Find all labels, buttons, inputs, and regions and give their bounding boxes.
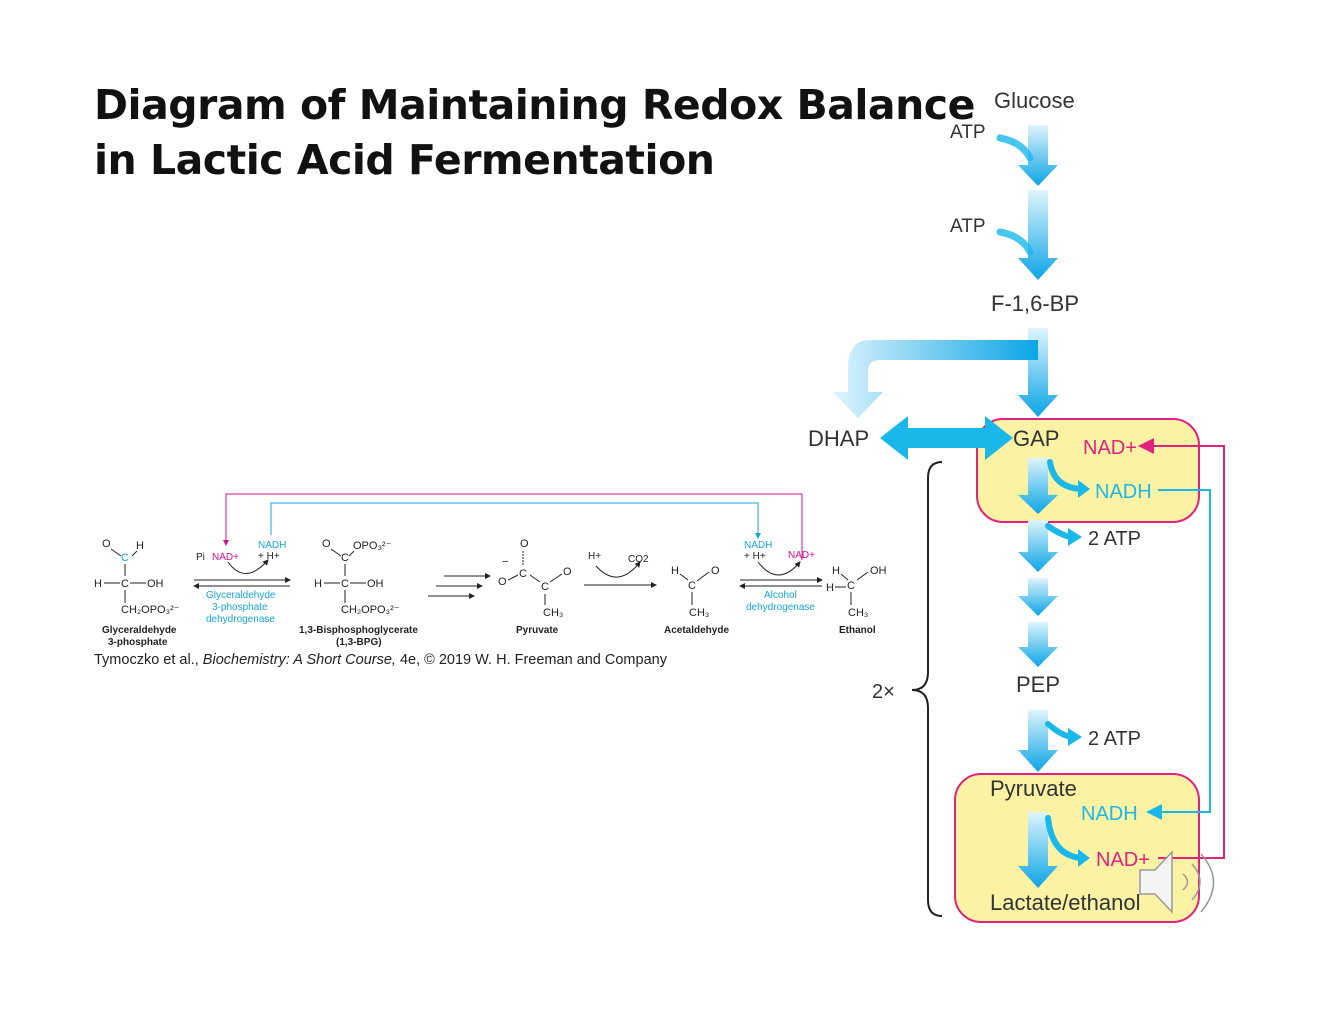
pathway-flow: Glucose ATP ATP F-1,6-BP DHAP GAP NAD+ N… (808, 88, 1225, 923)
lactate-label: Lactate/ethanol (990, 890, 1140, 915)
bpg-name-1: 1,3-Bisphosphoglycerate (299, 625, 418, 636)
nad-plus-bottom-label: NAD+ (1096, 849, 1150, 871)
svg-text:CH₃: CH₃ (543, 607, 563, 619)
svg-text:OPO₃²⁻: OPO₃²⁻ (353, 540, 392, 552)
reaction-nad-line (223, 493, 803, 560)
pi-label: Pi (196, 552, 205, 563)
svg-text:C: C (541, 581, 549, 593)
svg-text:CH₂OPO₃²⁻: CH₂OPO₃²⁻ (341, 604, 400, 616)
svg-text:H: H (832, 565, 840, 577)
gap-name-2: 3-phosphate (108, 637, 168, 648)
brace-2x (911, 461, 943, 917)
enzyme-2-line-2: dehydrogenase (746, 602, 815, 613)
enzyme-1-line-2: 3-phosphate (212, 602, 268, 613)
svg-text:OH: OH (367, 578, 384, 590)
nad-label-2: NAD+ (788, 550, 815, 561)
pyruvate-box (954, 773, 1200, 923)
ethanol-structure: H OH H C CH₃ (826, 565, 887, 619)
svg-text:O: O (563, 566, 572, 578)
glucose-label: Glucose (994, 88, 1075, 113)
gap-box (976, 418, 1200, 523)
citation: Tymoczko et al., Biochemistry: A Short C… (94, 652, 667, 668)
svg-text:C: C (341, 578, 349, 590)
nad-label-1: NAD+ (212, 552, 239, 563)
enzyme-1-line-1: Glyceraldehyde (206, 590, 276, 601)
pyruvate-label: Pyruvate (990, 776, 1077, 801)
svg-text:−: − (502, 556, 508, 568)
svg-text:C: C (519, 568, 527, 580)
acetaldehyde-structure: H C O CH₃ (671, 565, 720, 619)
slide-title: Diagram of Maintaining Redox Balance in … (94, 78, 975, 188)
nadh-label-1: NADH (258, 540, 286, 551)
flow-arrows (1018, 125, 1058, 888)
atp-out-label-2: 2 ATP (1088, 728, 1141, 750)
svg-text:CH₂OPO₃²⁻: CH₂OPO₃²⁻ (121, 604, 180, 616)
atp-out-label-1: 2 ATP (1088, 528, 1141, 550)
gap-nadh-curl (1047, 459, 1085, 492)
svg-text:C: C (121, 552, 129, 564)
gap-name-1: Glyceraldehyde (102, 625, 177, 636)
dhap-label: DHAP (808, 426, 869, 451)
nad-plus-top-label: NAD+ (1083, 437, 1137, 459)
svg-text:OH: OH (870, 565, 887, 577)
acetaldehyde-name: Acetaldehyde (664, 625, 729, 636)
svg-text:C: C (688, 580, 696, 592)
svg-text:H: H (671, 565, 679, 577)
citation-rest: 4e, © 2019 W. H. Freeman and Company (395, 652, 667, 668)
pyruvate-name: Pyruvate (516, 625, 559, 636)
gap-label: GAP (1013, 426, 1059, 451)
co2-label: CO2 (628, 554, 649, 565)
title-line-1: Diagram of Maintaining Redox Balance (94, 81, 975, 129)
f16bp-label: F-1,6-BP (991, 291, 1079, 316)
nadh-recycle-line (1146, 489, 1211, 820)
title-line-2: in Lactic Acid Fermentation (94, 136, 715, 184)
enzyme-2-line-1: Alcohol (764, 590, 797, 601)
gap-structure: O H C H C OH CH₂OPO₃²⁻ (94, 538, 180, 616)
atp-in-label-1: ATP (950, 122, 986, 143)
nadh-top-label: NADH (1095, 481, 1152, 503)
nadh-bottom-label: NADH (1081, 803, 1138, 825)
pyruvate-structure: O C − O C O CH₃ (498, 538, 572, 619)
citation-authors: Tymoczko et al., (94, 652, 203, 668)
svg-text:O: O (498, 576, 507, 588)
atp-in-label-2: ATP (950, 216, 986, 237)
svg-text:C: C (847, 580, 855, 592)
speaker-icon[interactable] (1139, 850, 1215, 914)
enzyme-1-line-3: dehydrogenase (206, 614, 275, 625)
pep-label: PEP (1016, 672, 1060, 697)
svg-text:H: H (826, 582, 834, 594)
dhap-branch-arrow (833, 340, 1038, 418)
svg-text:O: O (520, 538, 529, 550)
svg-text:O: O (102, 538, 111, 550)
nadh-label-2: NADH (744, 540, 772, 551)
svg-text:CH₃: CH₃ (689, 607, 709, 619)
svg-text:H: H (94, 578, 102, 590)
h-label-2: H+ (588, 551, 601, 562)
h-label-3: + H+ (744, 551, 766, 562)
multiplier-label: 2× (872, 681, 895, 703)
h-label-1: + H+ (258, 551, 280, 562)
bpg-name-2: (1,3-BPG) (336, 637, 382, 648)
svg-text:C: C (121, 578, 129, 590)
atp-in-curl-2 (996, 228, 1034, 256)
ethanol-name: Ethanol (839, 625, 876, 636)
svg-text:O: O (711, 565, 720, 577)
svg-text:O: O (322, 538, 331, 550)
dhap-gap-double-arrow (880, 416, 1013, 460)
svg-text:OH: OH (147, 578, 164, 590)
svg-text:C: C (341, 552, 349, 564)
reaction-nadh-line (270, 502, 761, 539)
nad-recycle-line (1138, 438, 1225, 859)
svg-text:H: H (136, 540, 144, 552)
atp-in-curl-1 (996, 134, 1034, 162)
reaction-scheme: O H C H C OH CH₂OPO₃²⁻ Glyceraldehyde 3-… (94, 493, 887, 648)
bpg-structure: O OPO₃²⁻ C H C OH CH₂OPO₃²⁻ (314, 538, 400, 616)
svg-text:H: H (314, 578, 322, 590)
pyruvate-nad-curl (1045, 815, 1085, 861)
citation-book: Biochemistry: A Short Course, (202, 652, 396, 668)
svg-text:CH₃: CH₃ (848, 607, 868, 619)
